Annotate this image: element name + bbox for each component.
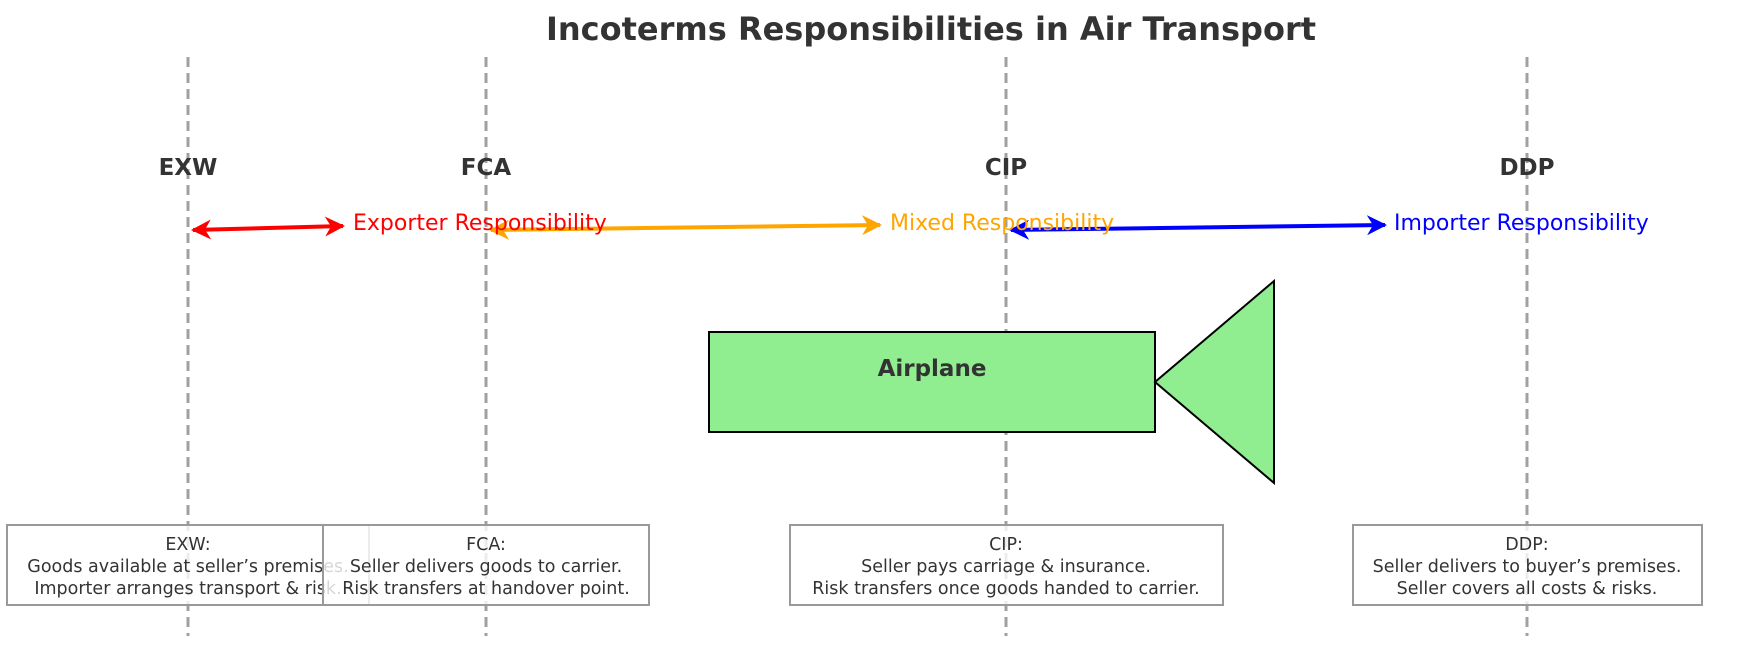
info-box-ddp: DDP: Seller delivers to buyer’s premises… bbox=[1352, 524, 1703, 606]
info-box-exw-line-1: EXW: bbox=[165, 535, 210, 555]
term-label-ddp: DDP bbox=[1499, 155, 1554, 181]
info-box-fca: FCA: Seller delivers goods to carrier. R… bbox=[322, 524, 650, 606]
importer-responsibility-arrow bbox=[1009, 215, 1387, 240]
airplane-nose bbox=[1153, 278, 1275, 486]
info-box-cip: CIP: Seller pays carriage & insurance. R… bbox=[789, 524, 1224, 606]
info-box-ddp-line-1: DDP: bbox=[1505, 535, 1548, 555]
importer-responsibility-label: Importer Responsibility bbox=[1394, 211, 1649, 236]
info-box-cip-line-2: Seller pays carriage & insurance. bbox=[861, 557, 1151, 577]
mixed-responsibility-label: Mixed Responsibility bbox=[890, 211, 1114, 236]
airplane-label: Airplane bbox=[878, 356, 987, 382]
info-box-fca-line-1: FCA: bbox=[466, 535, 506, 555]
diagram-title: Incoterms Responsibilities in Air Transp… bbox=[546, 10, 1316, 48]
info-box-exw-line-2: Goods available at seller’s premises. bbox=[27, 557, 348, 577]
info-box-ddp-line-3: Seller covers all costs & risks. bbox=[1397, 579, 1658, 599]
exporter-responsibility-arrow bbox=[191, 216, 345, 240]
info-box-cip-line-3: Risk transfers once goods handed to carr… bbox=[812, 579, 1199, 599]
airplane-body bbox=[708, 331, 1156, 433]
info-box-fca-line-2: Seller delivers goods to carrier. bbox=[350, 557, 622, 577]
mixed-responsibility-arrow bbox=[489, 215, 882, 240]
term-label-fca: FCA bbox=[461, 155, 512, 181]
term-label-exw: EXW bbox=[159, 155, 218, 181]
info-box-exw-line-3: Importer arranges transport & risk. bbox=[34, 579, 341, 599]
info-box-exw: EXW: Goods available at seller’s premise… bbox=[6, 524, 370, 606]
info-box-fca-line-3: Risk transfers at handover point. bbox=[342, 579, 630, 599]
exporter-responsibility-label: Exporter Responsibility bbox=[353, 211, 607, 236]
info-box-ddp-line-2: Seller delivers to buyer’s premises. bbox=[1373, 557, 1682, 577]
info-box-cip-line-1: CIP: bbox=[989, 535, 1023, 555]
term-label-cip: CIP bbox=[985, 155, 1027, 181]
